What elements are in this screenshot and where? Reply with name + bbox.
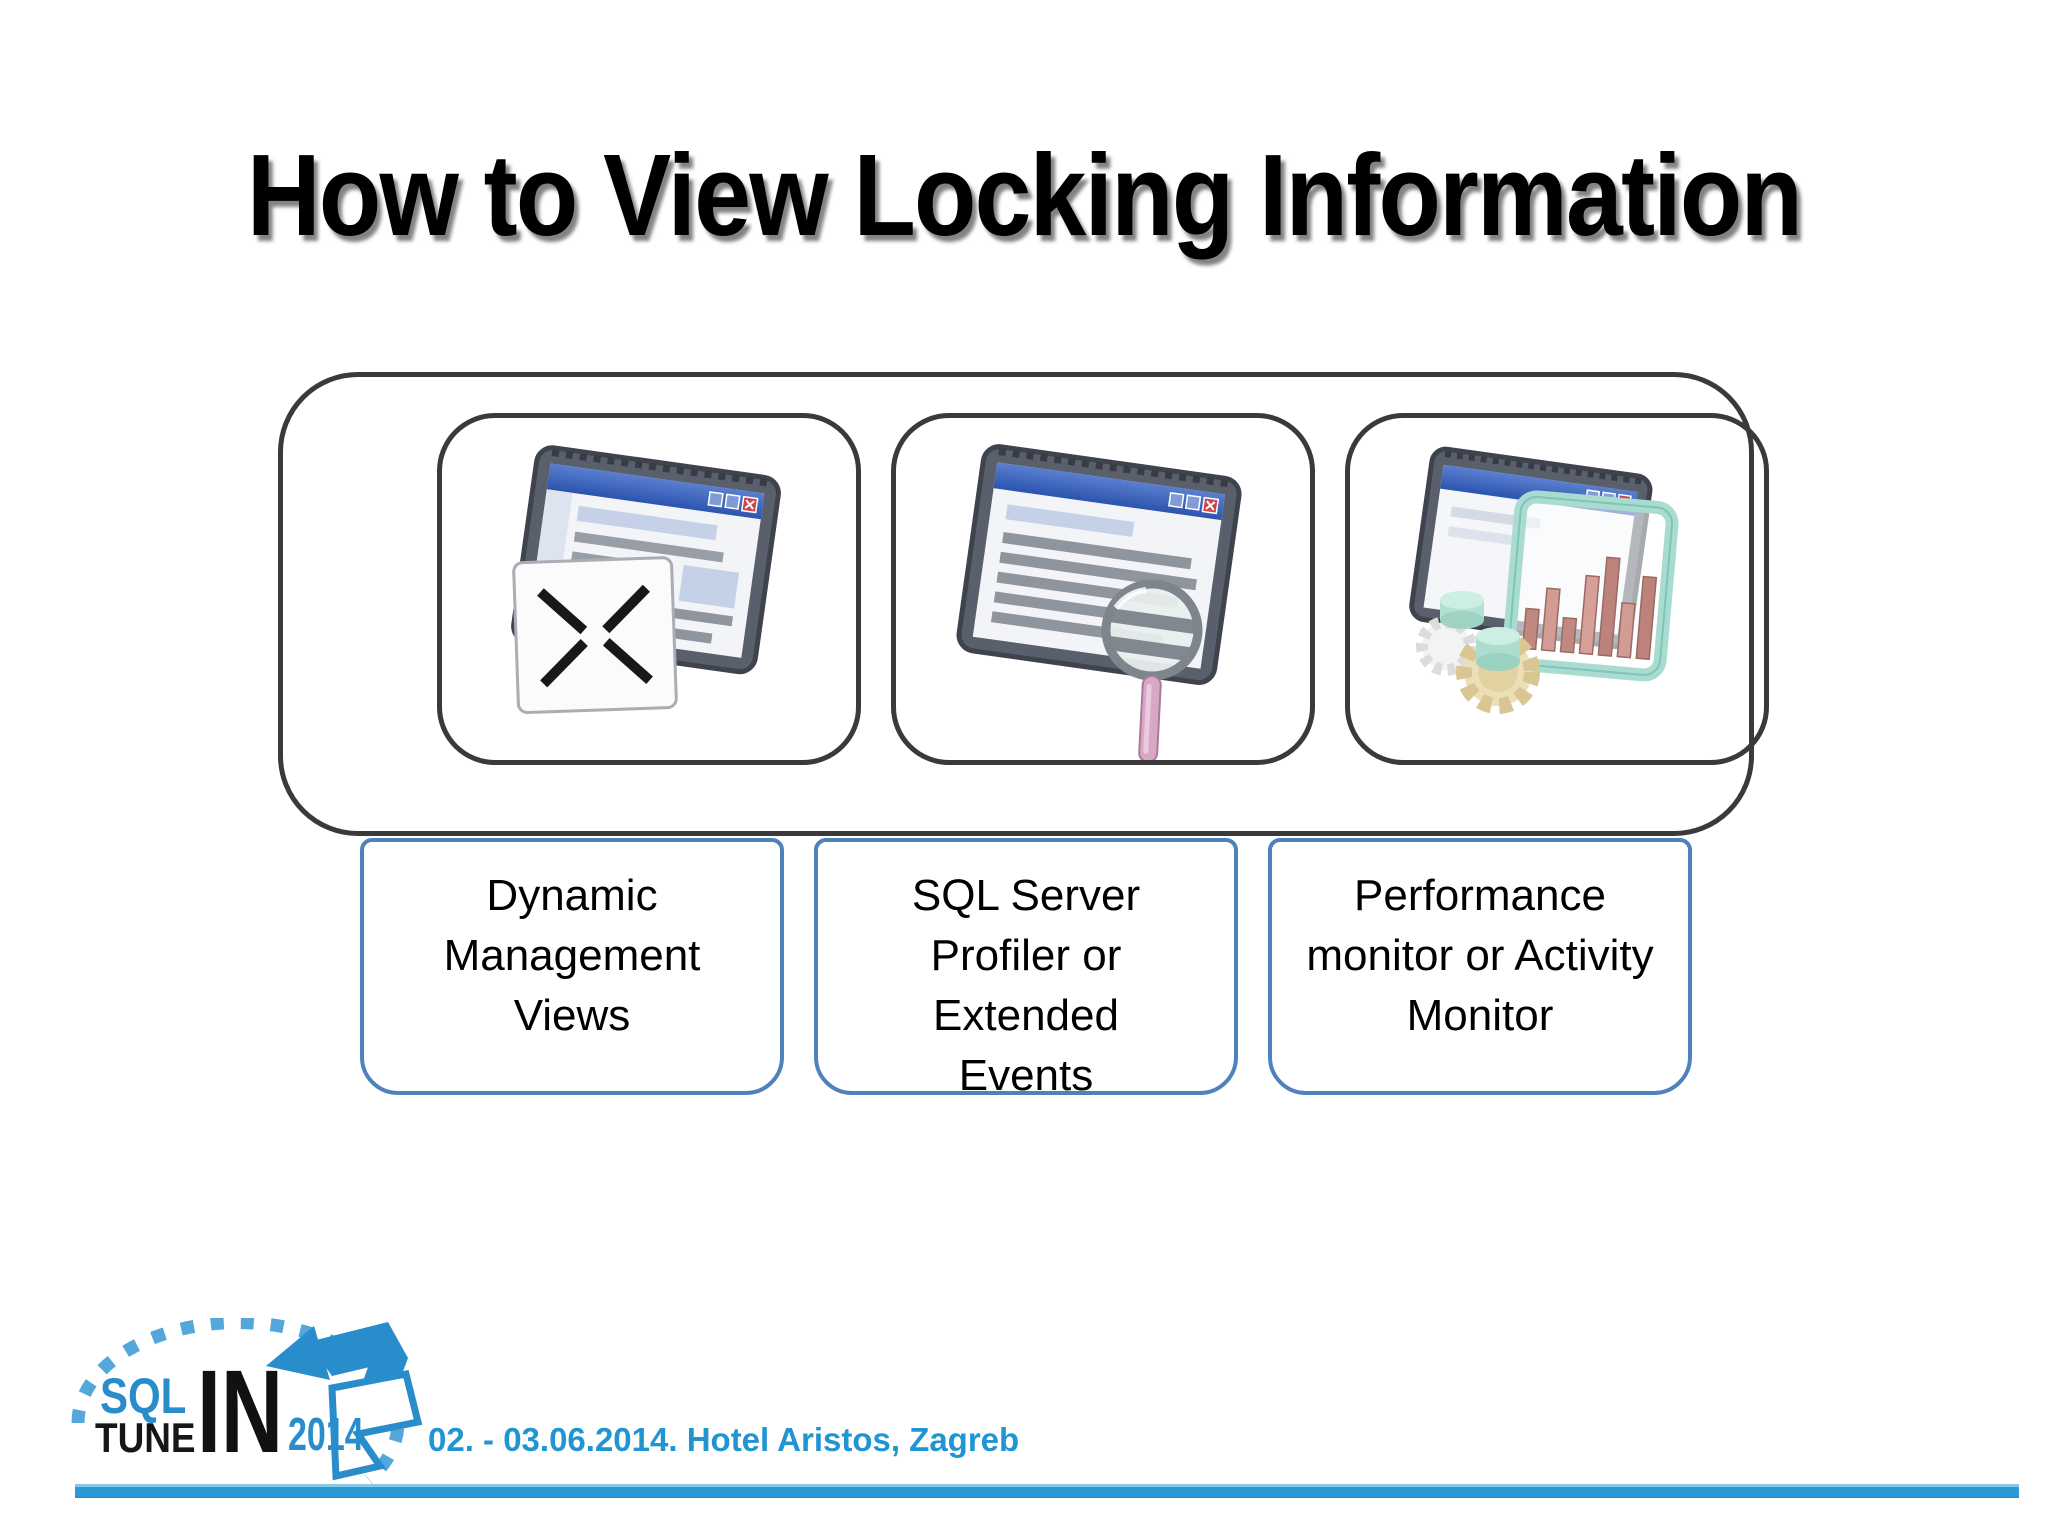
icon-box-perfmon bbox=[1345, 413, 1769, 765]
label-text-perfmon: Performance monitor or Activity Monitor bbox=[1306, 871, 1654, 1040]
sqltunein-logo: SQL TUNE IN 2014 bbox=[70, 1316, 570, 1513]
footer-rule bbox=[75, 1484, 2019, 1498]
logo-year-text: 2014 bbox=[288, 1408, 364, 1460]
logo-sql-text: SQL bbox=[100, 1368, 186, 1424]
label-text-profiler: SQL Server Profiler or Extended Events bbox=[911, 871, 1141, 1100]
gear-icon bbox=[1416, 591, 1540, 714]
page-title: How to View Locking Information bbox=[246, 130, 1803, 260]
grid-x-overlay-icon bbox=[512, 556, 678, 715]
event-info: 02. - 03.06.2014. Hotel Aristos, Zagreb bbox=[428, 1421, 1020, 1458]
window-grid-icon bbox=[511, 445, 781, 715]
magnifier-icon bbox=[1101, 579, 1203, 760]
window-chart-gears-icon bbox=[1409, 446, 1679, 714]
label-box-perfmon: Performance monitor or Activity Monitor bbox=[1268, 838, 1692, 1095]
logo-tune-text: TUNE bbox=[95, 1415, 196, 1462]
dashed-arc-icon bbox=[71, 1316, 405, 1485]
logo-in-text: IN bbox=[197, 1345, 283, 1478]
window-magnifier-icon bbox=[956, 444, 1242, 760]
bar-chart-icon bbox=[1502, 490, 1679, 682]
label-box-profiler: SQL Server Profiler or Extended Events bbox=[814, 838, 1238, 1100]
icon-box-profiler bbox=[891, 413, 1315, 765]
label-text-dmv: Dynamic Management Views bbox=[443, 871, 701, 1040]
icon-box-dmv bbox=[437, 413, 861, 765]
logo-arrow-icon bbox=[266, 1322, 423, 1481]
label-box-dmv: Dynamic Management Views bbox=[360, 838, 784, 1095]
